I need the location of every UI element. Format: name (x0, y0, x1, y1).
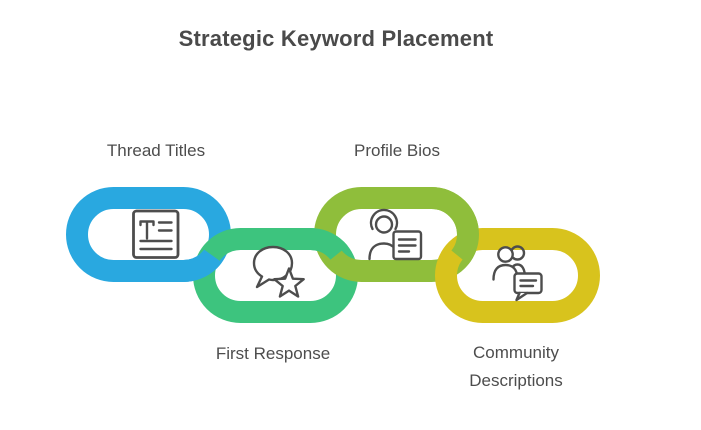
chat-bubble-star-icon (252, 245, 305, 298)
label-community-descriptions: Community Descriptions (469, 343, 563, 390)
chain-weave-patch-blue (170, 225, 231, 282)
label-profile-bios: Profile Bios (354, 141, 440, 160)
label-first-response: First Response (215, 344, 331, 363)
chain-link-community-descriptions (435, 228, 600, 323)
person-document-icon (368, 208, 423, 261)
people-chat-icon (492, 245, 543, 302)
text-document-icon (132, 209, 180, 259)
page-title: Strategic Keyword Placement (178, 26, 494, 51)
label-thread-titles: Thread Titles (106, 141, 206, 160)
